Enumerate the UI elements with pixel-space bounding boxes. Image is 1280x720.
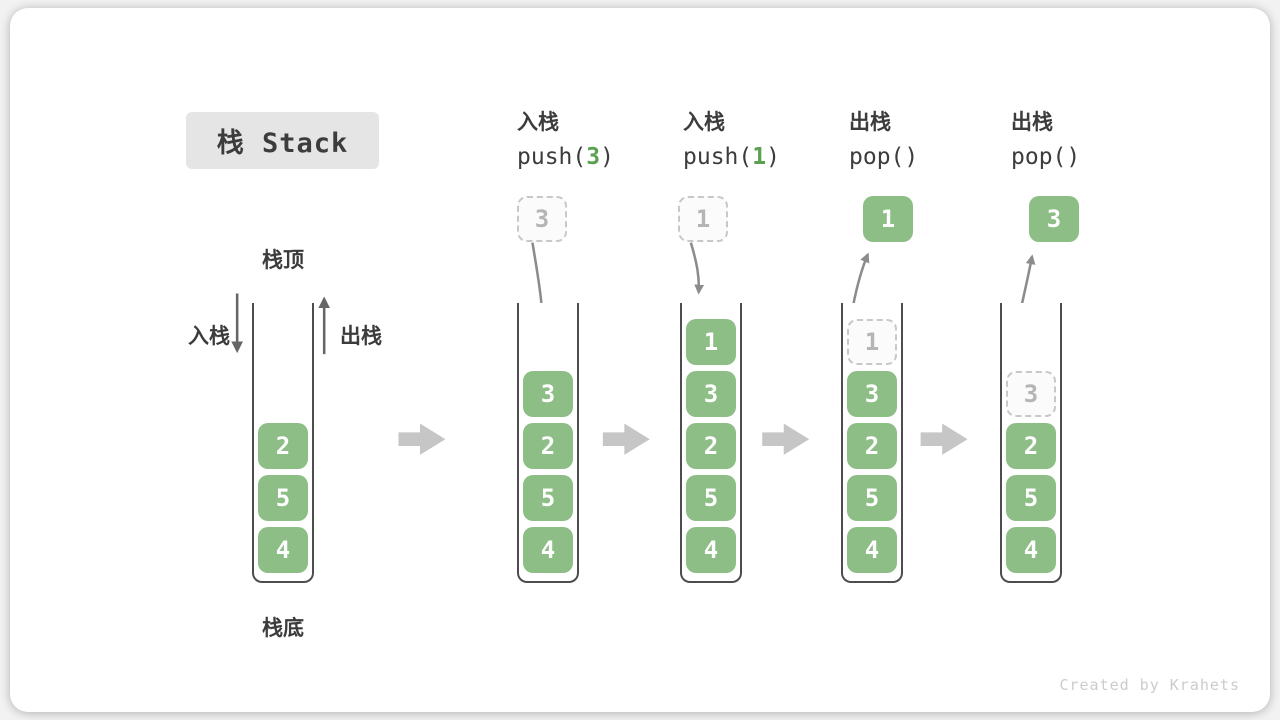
popped-ghost-cell: 1 (847, 319, 897, 365)
pop-direction-label: 出栈 (340, 325, 382, 348)
stack-cell: 4 (523, 527, 573, 573)
stage-header-2: 入栈 push(1) (683, 106, 780, 170)
push-direction-label: 入栈 (188, 325, 230, 348)
diagram-card: 栈 Stack 栈顶 栈底 入栈 出栈 (10, 8, 1270, 712)
stack-cell: 4 (258, 527, 308, 573)
stacks-root: 2 5 4 3 2 5 4 入栈 push(3) 3 1 3 2 5 4 入栈 push(1) 1 3 2 5 4 1 出栈 p… (10, 8, 1270, 712)
stage-header-4: 出栈 pop() (1011, 106, 1080, 170)
stack-cell: 5 (258, 475, 308, 521)
stack-cell: 3 (686, 371, 736, 417)
title-box: 栈 Stack (186, 112, 379, 169)
stack-cell: 5 (523, 475, 573, 521)
push-value-box: 1 (678, 196, 728, 242)
stack-cell: 4 (1006, 527, 1056, 573)
stage-title: 入栈 (517, 111, 559, 134)
stack-cell: 4 (686, 527, 736, 573)
stage-code: pop() (1011, 144, 1081, 170)
stack-cell: 5 (1006, 475, 1056, 521)
stack-top-label: 栈顶 (262, 249, 304, 272)
stage-title: 入栈 (683, 111, 725, 134)
pop-value-box: 3 (1029, 196, 1079, 242)
stage-header-3: 出栈 pop() (849, 106, 918, 170)
stack-cell: 5 (686, 475, 736, 521)
stack-bottom-label: 栈底 (262, 617, 304, 640)
stack-cell: 1 (686, 319, 736, 365)
stack-cell: 3 (523, 371, 573, 417)
stage-title: 出栈 (1011, 111, 1053, 134)
stack-cell: 2 (686, 423, 736, 469)
stage-code: pop() (849, 144, 919, 170)
stack-cell: 2 (523, 423, 573, 469)
pop-value-box: 1 (863, 196, 913, 242)
stage-header-1: 入栈 push(3) (517, 106, 614, 170)
stack-cell: 2 (1006, 423, 1056, 469)
stack-cell: 2 (258, 423, 308, 469)
stack-cell: 3 (847, 371, 897, 417)
diagram-title: 栈 Stack (216, 128, 349, 159)
push-value-box: 3 (517, 196, 567, 242)
watermark: Created by Krahets (1059, 676, 1240, 694)
stage-code: push(1) (683, 144, 780, 170)
stack-cell: 5 (847, 475, 897, 521)
popped-ghost-cell: 3 (1006, 371, 1056, 417)
stack-cell: 4 (847, 527, 897, 573)
stage-code: push(3) (517, 144, 614, 170)
stack-cell: 2 (847, 423, 897, 469)
stage-title: 出栈 (849, 111, 891, 134)
